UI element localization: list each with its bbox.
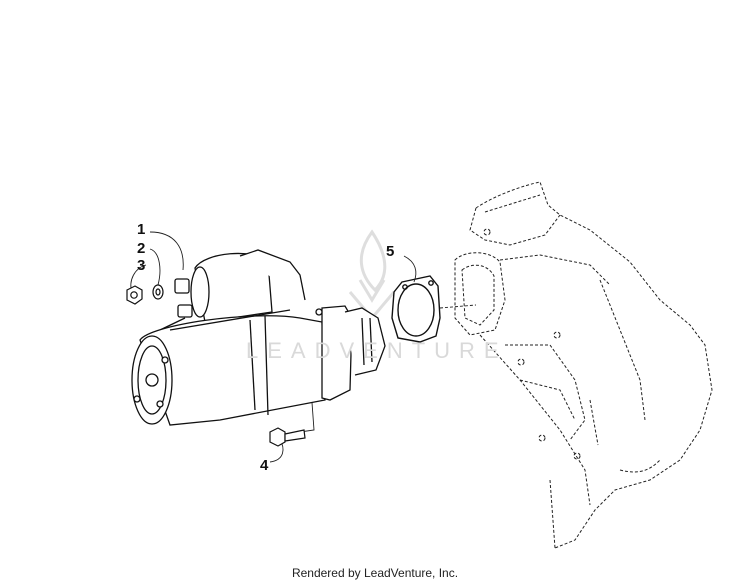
watermark-text: LEADVENTURE <box>246 338 508 363</box>
engine-housing <box>454 181 713 549</box>
callout-label-5: 5 <box>386 243 395 260</box>
nut <box>126 285 143 305</box>
callout-label-3: 3 <box>137 257 146 274</box>
footer-credit: Rendered by LeadVenture, Inc. <box>291 566 459 580</box>
washer <box>152 284 164 300</box>
starter-motor <box>131 249 386 426</box>
callout-label-1: 1 <box>137 221 146 238</box>
gasket <box>391 275 441 343</box>
bolt <box>269 427 306 447</box>
callout-label-2: 2 <box>137 240 146 257</box>
callout-label-4: 4 <box>260 457 269 474</box>
